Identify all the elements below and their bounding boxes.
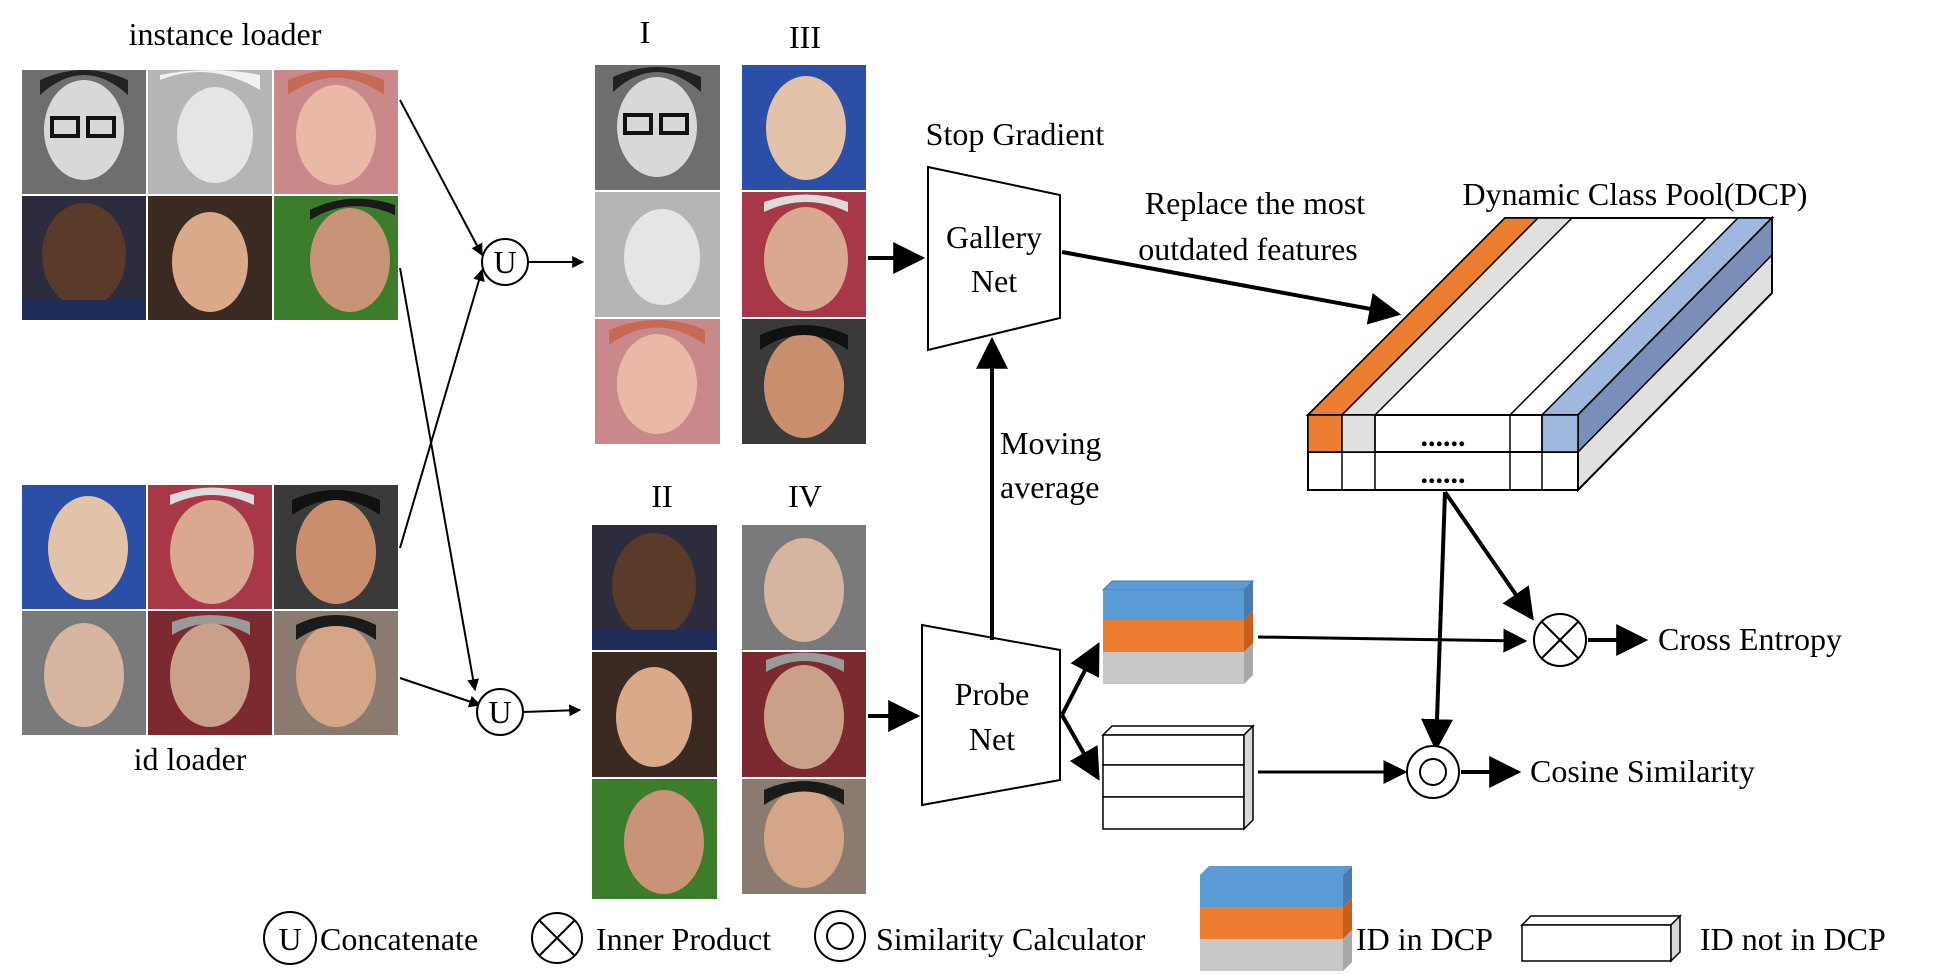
batch-column-i <box>595 65 720 444</box>
id-loader-label: id loader <box>134 741 247 777</box>
svg-text:U: U <box>488 694 511 730</box>
face-thumbnail <box>742 525 866 650</box>
arrow-probe-to-in-dcp <box>1060 642 1100 716</box>
face-thumbnail <box>592 525 717 650</box>
face-thumbnail <box>742 65 866 190</box>
legend-similarity-label: Similarity Calculator <box>876 921 1146 957</box>
face-thumbnail <box>595 65 720 190</box>
batch-column-iv <box>742 525 866 894</box>
legend: U Concatenate Inner Product Similarity C… <box>263 866 1886 971</box>
legend-similarity-symbol <box>814 910 866 962</box>
face-thumbnail <box>592 652 717 777</box>
legend-id-in-dcp-swatch <box>1200 866 1352 971</box>
face-thumbnail <box>274 70 398 194</box>
inner-product-node <box>1533 613 1587 667</box>
gallery-net-label-2: Net <box>971 263 1017 299</box>
moving-average-label-2: average <box>1000 469 1099 505</box>
group-label-iv: IV <box>788 478 822 514</box>
replace-arrow <box>1061 250 1402 325</box>
stop-gradient-label: Stop Gradient <box>926 116 1105 152</box>
legend-inner-product-symbol <box>531 912 583 964</box>
face-thumbnail <box>22 611 146 735</box>
arrow-dcp-to-inner-product <box>1443 490 1534 621</box>
arrow-concat-to-batch-bottom <box>522 704 582 717</box>
dynamic-class-pool: ...... ...... <box>1305 215 1775 493</box>
probe-net-label-1: Probe <box>955 676 1030 712</box>
face-thumbnail <box>274 485 398 609</box>
cross-entropy-label: Cross Entropy <box>1658 621 1842 657</box>
concatenate-node-bottom: U <box>476 688 524 736</box>
probe-net-label-2: Net <box>969 721 1015 757</box>
similarity-node <box>1406 745 1460 799</box>
arrow-in-dcp-to-inner-product <box>1257 628 1528 653</box>
svg-text:U: U <box>493 244 516 280</box>
arrow-dcp-to-similarity <box>1421 491 1454 752</box>
face-thumbnail <box>148 196 272 320</box>
legend-concatenate-symbol: U <box>263 911 317 965</box>
loader-arrows <box>399 99 485 708</box>
face-thumbnail <box>274 611 398 735</box>
batch-column-iii <box>742 65 866 444</box>
probe-net-block <box>921 623 1061 807</box>
face-thumbnail <box>22 196 146 320</box>
face-thumbnail <box>148 70 272 194</box>
face-thumbnail <box>595 192 720 317</box>
face-thumbnail <box>22 485 146 609</box>
legend-concatenate-label: Concatenate <box>320 921 478 957</box>
arrow-probe-to-not-in-dcp <box>1060 714 1100 781</box>
group-label-i: I <box>640 14 651 50</box>
group-label-iii: III <box>789 19 821 55</box>
face-thumbnail <box>742 652 866 777</box>
face-thumbnail <box>742 192 866 317</box>
dcp-title: Dynamic Class Pool(DCP) <box>1463 176 1808 212</box>
face-thumbnail <box>742 779 866 894</box>
legend-id-not-in-dcp-swatch <box>1520 914 1682 963</box>
face-thumbnail <box>742 319 866 444</box>
gallery-net-block <box>927 165 1061 352</box>
face-thumbnail <box>595 319 720 444</box>
moving-average-label-1: Moving <box>1000 425 1101 461</box>
instance-loader-label: instance loader <box>129 16 322 52</box>
feature-stack-not-in-dcp <box>1101 724 1255 831</box>
svg-text:U: U <box>278 921 301 957</box>
concatenate-node-top: U <box>481 238 529 286</box>
replace-label-1: Replace the most <box>1145 185 1365 221</box>
dcp-dots-bottom: ...... <box>1421 457 1466 490</box>
replace-label-2: outdated features <box>1138 231 1357 267</box>
batch-column-ii <box>592 525 717 899</box>
dcp-dots-top: ...... <box>1421 420 1466 453</box>
legend-id-in-dcp-label: ID in DCP <box>1356 921 1493 957</box>
legend-inner-product-label: Inner Product <box>596 921 771 957</box>
cosine-similarity-label: Cosine Similarity <box>1530 753 1755 789</box>
instance-loader-grid <box>22 70 398 320</box>
group-label-ii: II <box>651 478 672 514</box>
id-loader-grid <box>22 485 398 735</box>
legend-id-not-in-dcp-label: ID not in DCP <box>1700 921 1886 957</box>
face-thumbnail <box>148 611 272 735</box>
face-thumbnail <box>22 70 146 194</box>
gallery-net-label-1: Gallery <box>946 219 1042 255</box>
face-thumbnail <box>274 196 398 320</box>
face-thumbnail <box>148 485 272 609</box>
face-thumbnail <box>592 779 717 899</box>
feature-stack-in-dcp <box>1101 580 1255 684</box>
